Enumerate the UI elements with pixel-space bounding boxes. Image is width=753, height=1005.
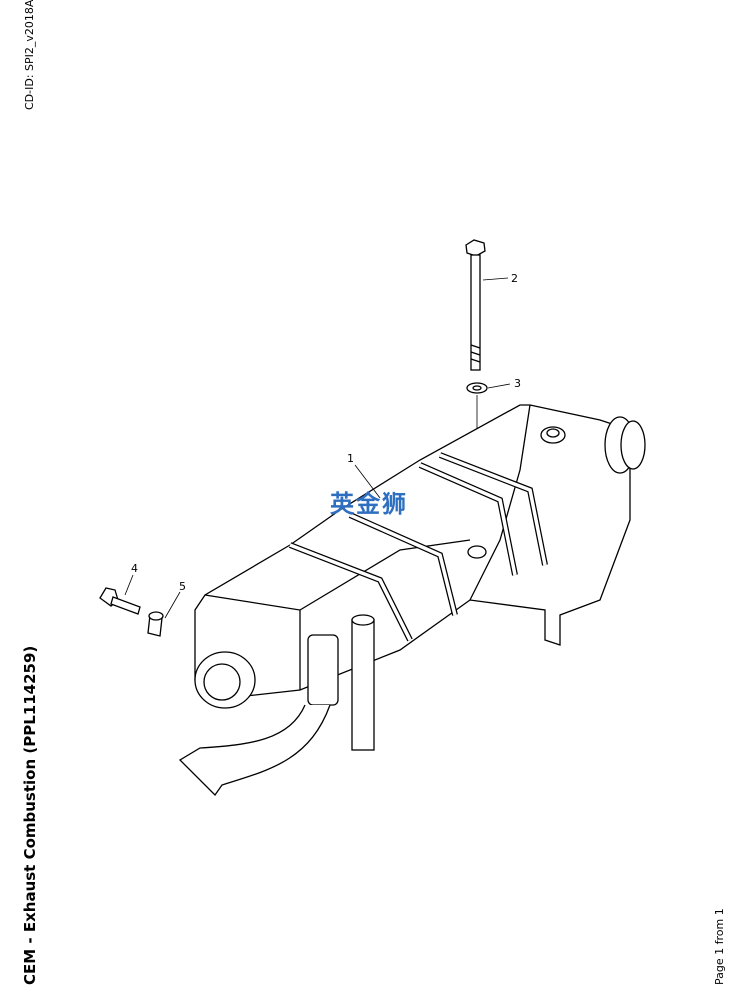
callout-4: 4 [131,562,138,575]
part-bolt-long [465,239,486,371]
part-bolt-short [99,587,141,615]
callout-5: 5 [179,580,186,593]
callout-3: 3 [514,377,521,390]
part-exhaust-cooler [178,404,646,797]
watermark: 英金狮 [330,490,408,518]
part-spacer [147,611,164,637]
callout-1: 1 [347,452,354,465]
callout-2: 2 [511,272,518,285]
